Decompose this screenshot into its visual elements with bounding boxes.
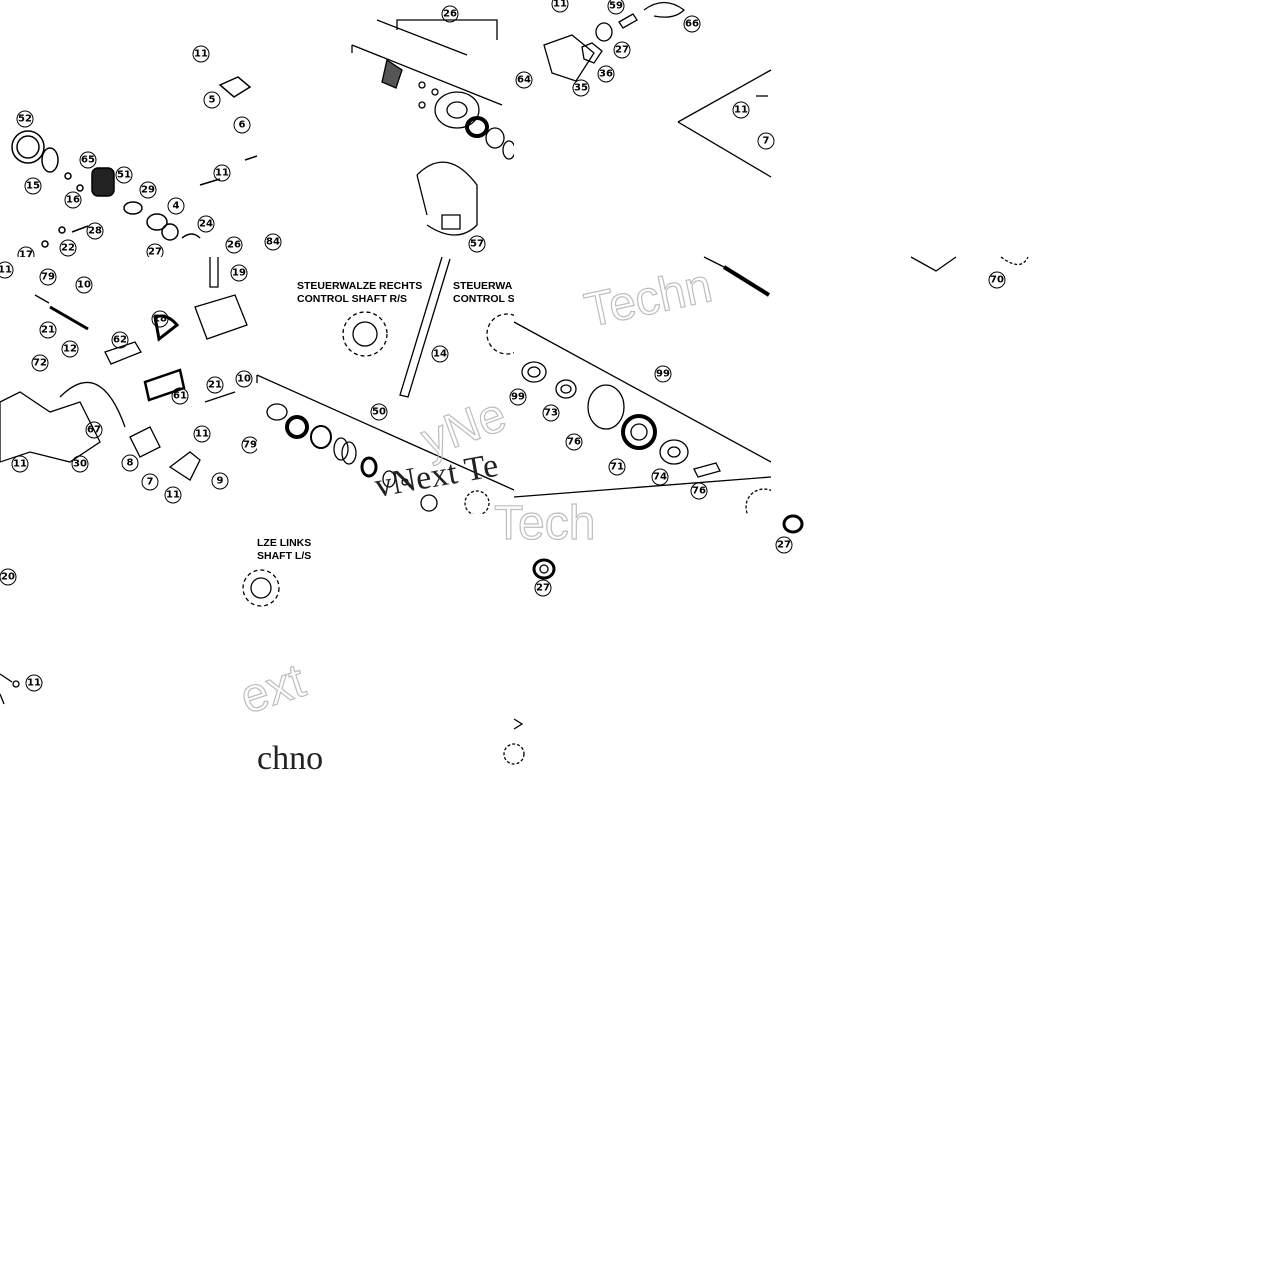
callout: 62 xyxy=(113,335,127,346)
tile-j-drawing: Tech 27 27 xyxy=(493,496,804,771)
callout: 65 xyxy=(81,155,95,166)
shaft-mid-label-de: STEUERWA xyxy=(453,280,513,292)
callout: 70 xyxy=(990,275,1004,286)
callout: 17 xyxy=(19,250,33,261)
shaft-mid-label-en: CONTROL S xyxy=(453,293,515,305)
callout: 11 xyxy=(27,678,41,689)
callout: 84 xyxy=(266,237,280,248)
callout: 57 xyxy=(470,239,484,250)
shaft-right-label-en: CONTROL SHAFT R/S xyxy=(297,293,407,305)
callout: 99 xyxy=(511,392,525,403)
callout: 76 xyxy=(692,486,706,497)
shaft-right-label-de: STEUERWALZE RECHTS xyxy=(297,280,422,292)
callout: 7 xyxy=(147,477,154,488)
callout: 26 xyxy=(227,240,241,251)
callout: 12 xyxy=(63,344,77,355)
callout: 67 xyxy=(87,425,101,436)
callout: 76 xyxy=(567,437,581,448)
callout: 5 xyxy=(209,95,216,106)
shaft-left-label-en: SHAFT L/S xyxy=(257,550,311,562)
callout: 27 xyxy=(148,247,162,258)
callout: 73 xyxy=(544,408,558,419)
diagram-tile-f: Techn 99 99 73 76 71 74 76 xyxy=(509,256,783,526)
callout: 18 xyxy=(153,314,167,325)
tile-d-drawing: 11 79 10 19 21 62 18 72 12 61 21 10 67 1… xyxy=(0,257,259,504)
callout: 11 xyxy=(0,265,12,276)
tile-c-drawing: 11 59 66 27 64 35 36 11 7 xyxy=(515,0,775,178)
callout: 11 xyxy=(194,49,208,60)
callout: 7 xyxy=(763,136,770,147)
callout: 6 xyxy=(239,120,246,131)
callout: 10 xyxy=(237,374,251,385)
callout: 72 xyxy=(33,358,47,369)
callout: 64 xyxy=(517,75,531,86)
diagram-tile-c: 11 59 66 27 64 35 36 11 7 xyxy=(514,0,775,257)
callout: 11 xyxy=(166,490,180,501)
callout: 10 xyxy=(77,280,91,291)
diagram-tile-j: Tech 27 27 xyxy=(493,496,814,771)
callout: 61 xyxy=(173,391,187,402)
callout: 30 xyxy=(73,459,87,470)
diagram-tile-i: LZE LINKS SHAFT L/S ext chno xyxy=(233,514,514,777)
callout: 22 xyxy=(61,243,75,254)
callout: 74 xyxy=(653,472,667,483)
callout: 28 xyxy=(88,226,102,237)
callout: 16 xyxy=(66,195,80,206)
callout: 36 xyxy=(599,69,613,80)
callout: 11 xyxy=(734,105,748,116)
callout: 27 xyxy=(615,45,629,56)
callout: 79 xyxy=(41,272,55,283)
callout: 19 xyxy=(232,268,246,279)
tile-i-drawing: LZE LINKS SHAFT L/S ext chno xyxy=(233,514,514,777)
shaft-left-label-de: LZE LINKS xyxy=(257,537,311,549)
watermark: Techn xyxy=(580,259,716,337)
watermark: chno xyxy=(257,740,323,777)
tile-b-drawing: 26 84 57 xyxy=(264,5,516,253)
callout: 51 xyxy=(117,170,131,181)
callout: 27 xyxy=(536,583,550,594)
callout: 14 xyxy=(433,349,447,360)
callout: 79 xyxy=(243,440,257,451)
callout: 27 xyxy=(777,540,791,551)
diagram-tile-a: 11 5 6 52 15 65 51 16 29 4 24 26 27 28 2… xyxy=(0,0,258,264)
callout: 20 xyxy=(1,572,15,583)
diagram-tile-b: 26 84 57 xyxy=(257,0,516,257)
callout: 11 xyxy=(553,0,567,10)
callout: 8 xyxy=(127,458,134,469)
callout: 11 xyxy=(215,168,229,179)
callout: 21 xyxy=(208,380,222,391)
watermark: Tech xyxy=(494,497,595,550)
tile-g-drawing: 70 xyxy=(910,256,1029,289)
callout: 15 xyxy=(26,181,40,192)
callout: 71 xyxy=(610,462,624,473)
callout: 24 xyxy=(199,219,213,230)
callout: 52 xyxy=(18,114,32,125)
diagram-tile-h: 20 11 xyxy=(0,514,257,771)
callout: 66 xyxy=(685,19,699,30)
callout: 26 xyxy=(443,9,457,20)
callout: 59 xyxy=(609,1,623,12)
callout: 21 xyxy=(41,325,55,336)
callout: 9 xyxy=(217,476,224,487)
tile-a-drawing: 11 5 6 52 15 65 51 16 29 4 24 26 27 28 2… xyxy=(11,45,258,264)
diagram-tile-d: 11 79 10 19 21 62 18 72 12 61 21 10 67 1… xyxy=(0,257,259,514)
callout: 35 xyxy=(574,83,588,94)
callout: 4 xyxy=(173,201,180,212)
callout: 11 xyxy=(13,459,27,470)
callout: 50 xyxy=(372,407,386,418)
callout: 11 xyxy=(195,429,209,440)
tile-f-drawing: Techn 99 99 73 76 71 74 76 xyxy=(509,256,783,526)
diagram-tile-g: 70 xyxy=(771,256,1029,514)
callout: 29 xyxy=(141,185,155,196)
tile-h-drawing: 20 11 xyxy=(0,568,43,705)
tile-e-drawing: STEUERWALZE RECHTS CONTROL SHAFT R/S STE… xyxy=(256,256,528,516)
callout: 99 xyxy=(656,369,670,380)
diagram-tile-e: STEUERWALZE RECHTS CONTROL SHAFT R/S STE… xyxy=(256,256,528,516)
